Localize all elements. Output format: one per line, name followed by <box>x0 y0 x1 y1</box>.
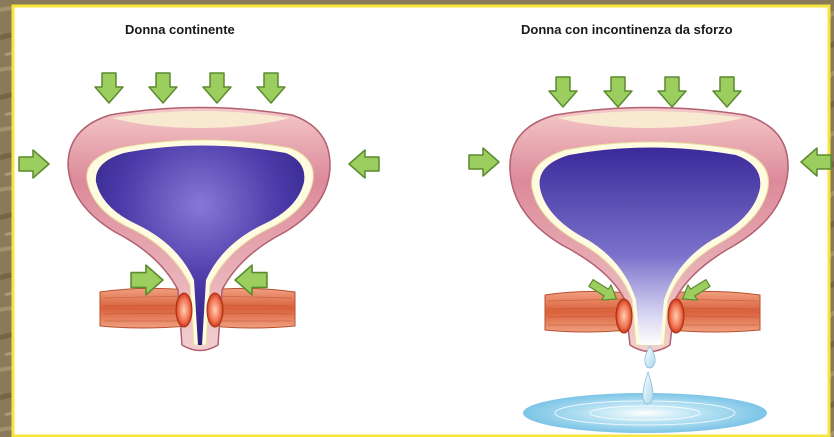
pelvic-muscle-right <box>212 288 295 328</box>
sphincter-ring-left <box>176 293 192 327</box>
panel-title-continent: Donna continente <box>125 22 235 37</box>
panel-title-stress-incontinence: Donna con incontinenza da sforzo <box>521 22 733 37</box>
sphincter-ring-left <box>616 299 632 333</box>
sphincter-ring-right <box>207 293 223 327</box>
sphincter-ring-right <box>668 299 684 333</box>
pelvic-muscle-left <box>100 288 188 328</box>
